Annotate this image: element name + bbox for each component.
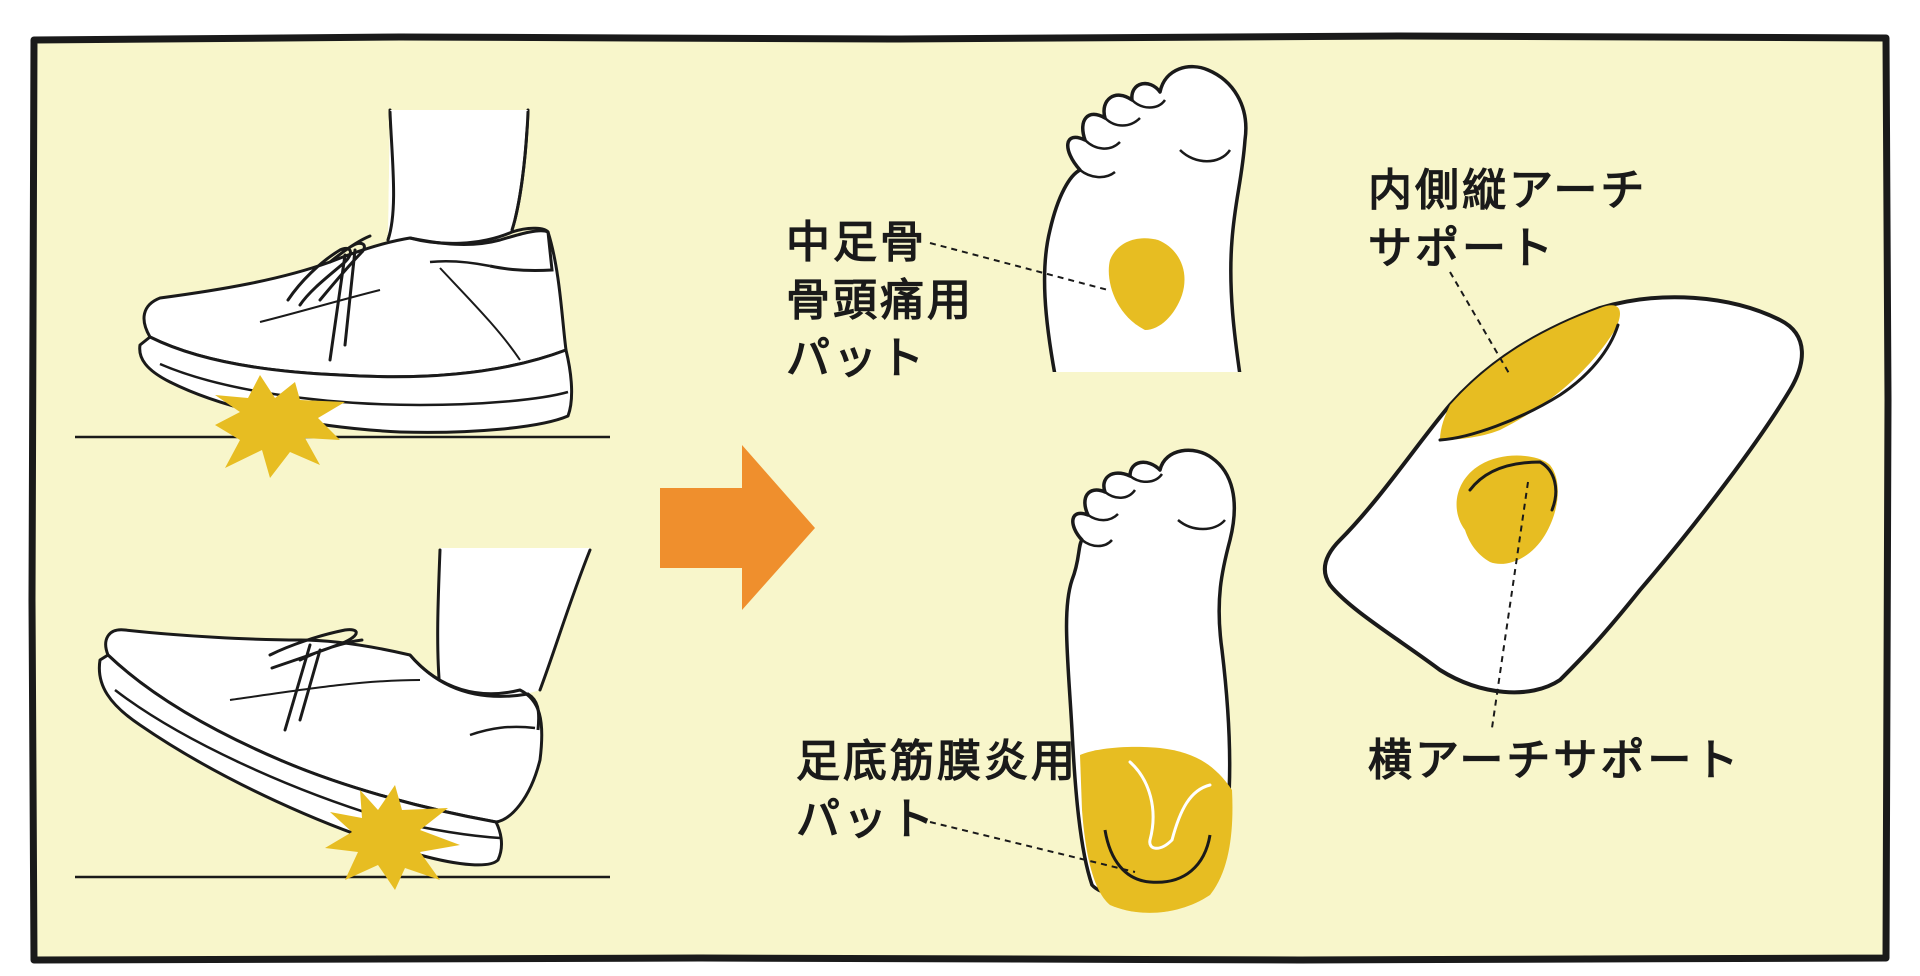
- plantar-fasciitis-pad: [1080, 746, 1233, 913]
- metatarsal-pad: [1108, 238, 1185, 330]
- foot-sole-metatarsal: [1040, 65, 1250, 384]
- label-plantar-fasciitis-pad: 足底筋膜炎用 パット: [796, 733, 1078, 849]
- label-line: パット: [786, 333, 927, 384]
- impact-burst-icon-bottom: [325, 785, 460, 890]
- leader-line-metatarsal: [929, 242, 1109, 291]
- panel-frame: [28, 32, 1892, 964]
- impact-burst-icon-top: [215, 375, 345, 478]
- label-line: 内側縦アーチ: [1368, 165, 1648, 216]
- label-line: 横アーチサポート: [1368, 735, 1742, 786]
- foot-outline-top: [1042, 65, 1248, 377]
- shoe-toe-off: [75, 548, 610, 890]
- label-line: サポート: [1368, 223, 1556, 274]
- shoelace-bottom: [268, 628, 364, 732]
- label-line: 足底筋膜炎用: [796, 736, 1078, 787]
- label-transverse-arch-support: 横アーチサポート: [1368, 732, 1741, 790]
- transverse-arch-support: [1456, 455, 1558, 564]
- label-line: 骨頭痛用: [786, 275, 974, 326]
- label-line: パット: [796, 794, 937, 845]
- foot-sole-plantar: [1064, 448, 1237, 913]
- label-line: 中足骨: [786, 217, 927, 268]
- insole-outline: [1322, 295, 1804, 695]
- leader-line-transverse-arch: [1491, 481, 1529, 729]
- medial-arch-support: [1440, 305, 1620, 440]
- label-medial-arch-support: 内側縦アーチ サポート: [1368, 162, 1647, 278]
- leader-line-medial-arch: [1449, 271, 1511, 376]
- label-metatarsal-pad: 中足骨 骨頭痛用 パット: [786, 214, 974, 388]
- right-arrow-icon: [660, 445, 815, 610]
- insole: [1322, 295, 1804, 695]
- shoe-heel-strike: [75, 108, 610, 478]
- leader-line-plantar: [929, 821, 1136, 873]
- shoelace-top: [286, 234, 372, 362]
